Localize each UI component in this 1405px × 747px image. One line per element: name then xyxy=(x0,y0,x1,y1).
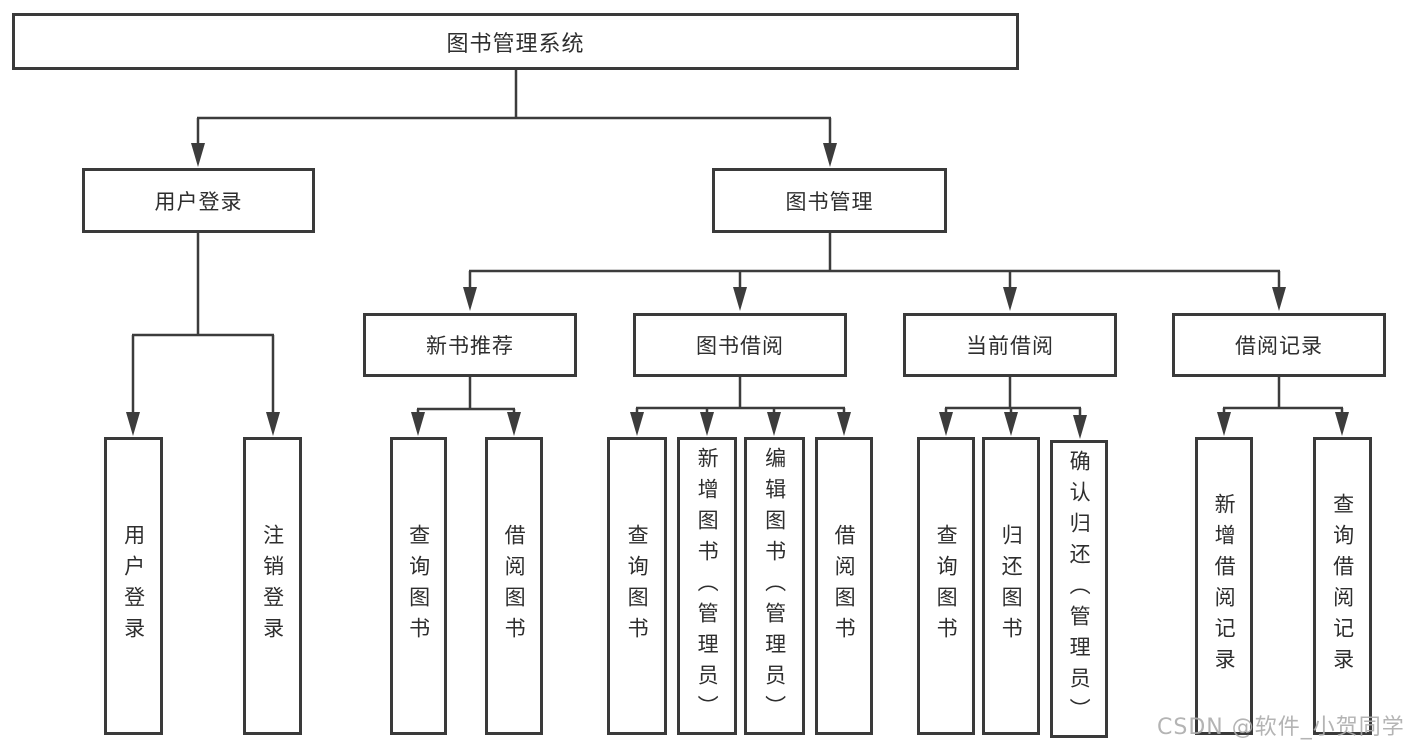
node-label: 图书管理 xyxy=(785,189,874,214)
node-label: 归还图书 xyxy=(999,524,1024,648)
node-label: 查询借阅记录 xyxy=(1330,493,1355,679)
node-leaf-br-query-record: 查询借阅记录 xyxy=(1313,437,1372,735)
node-label: 借阅记录 xyxy=(1235,334,1323,358)
node-leaf-cb-confirm-return-admin: 确认归还（管理员） xyxy=(1050,440,1108,738)
connector-borrow-record-children xyxy=(1217,377,1349,436)
node-library-management-system: 图书管理系统 xyxy=(12,13,1019,70)
node-leaf-bb-add-books-admin: 新增图书（管理员） xyxy=(677,437,737,735)
node-leaf-bb-borrow-books: 借阅图书 xyxy=(815,437,873,735)
connector-root-to-level2 xyxy=(191,69,837,167)
node-leaf-bb-edit-books-admin: 编辑图书（管理员） xyxy=(744,437,805,735)
node-label: 新增图书（管理员） xyxy=(695,446,720,726)
node-leaf-logout: 注销登录 xyxy=(243,437,302,735)
node-label: 新书推荐 xyxy=(426,334,514,358)
node-book-borrow: 图书借阅 xyxy=(633,313,847,377)
node-label: 当前借阅 xyxy=(966,334,1054,358)
node-new-book-recommend: 新书推荐 xyxy=(363,313,577,377)
node-leaf-nbr-query-books: 查询图书 xyxy=(390,437,447,735)
node-label: 确认归还（管理员） xyxy=(1067,449,1092,729)
connector-user-login-children xyxy=(126,233,280,436)
node-leaf-user-login: 用户登录 xyxy=(104,437,163,735)
node-current-borrow: 当前借阅 xyxy=(903,313,1117,377)
node-label: 编辑图书（管理员） xyxy=(762,446,787,726)
connector-current-borrow-children xyxy=(939,377,1087,439)
node-leaf-bb-query-books: 查询图书 xyxy=(607,437,667,735)
node-leaf-nbr-borrow-books: 借阅图书 xyxy=(485,437,543,735)
node-leaf-br-add-record: 新增借阅记录 xyxy=(1195,437,1253,735)
node-label: 借阅图书 xyxy=(832,524,857,648)
csdn-watermark: CSDN @软件_小贺同学 xyxy=(1157,715,1405,740)
node-label: 查询图书 xyxy=(406,524,431,648)
node-borrow-record: 借阅记录 xyxy=(1172,313,1386,377)
node-book-management: 图书管理 xyxy=(712,168,947,233)
node-user-login: 用户登录 xyxy=(82,168,315,233)
connector-book-borrow-children xyxy=(630,377,851,436)
connector-new-book-recommend-children xyxy=(411,377,521,436)
node-label: 用户登录 xyxy=(121,524,146,648)
node-label: 图书借阅 xyxy=(696,334,784,358)
node-label: 新增借阅记录 xyxy=(1212,493,1237,679)
node-label: 借阅图书 xyxy=(502,524,527,648)
node-label: 注销登录 xyxy=(260,524,285,648)
node-label: 查询图书 xyxy=(625,524,650,648)
node-leaf-cb-return-books: 归还图书 xyxy=(982,437,1040,735)
node-label: 用户登录 xyxy=(154,189,243,214)
node-label: 图书管理系统 xyxy=(446,31,585,57)
node-label: 查询图书 xyxy=(934,524,959,648)
node-leaf-cb-query-books: 查询图书 xyxy=(917,437,975,735)
connector-book-management-children xyxy=(463,233,1286,311)
